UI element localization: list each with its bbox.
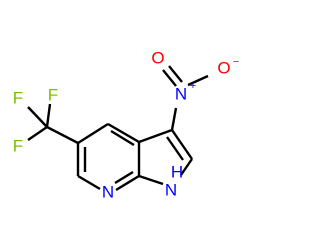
bond-c3-c2-inner bbox=[166, 136, 184, 161]
bond-n1-c7a bbox=[138, 174, 164, 186]
bond-c5-c4 bbox=[77, 122, 109, 145]
bonds bbox=[27, 65, 209, 192]
bond-c3a-c3 bbox=[138, 128, 173, 144]
bond-c-f3 bbox=[45, 103, 52, 128]
bond-c3-nnitro bbox=[170, 107, 178, 131]
bond-c4-c3a-inner bbox=[110, 129, 135, 147]
nitro-nitrogen-charge: + bbox=[190, 80, 196, 92]
bond-nnitro-oleft-inner bbox=[168, 65, 183, 83]
pyridine-nitrogen-label: N bbox=[102, 182, 114, 201]
structure-diagram: F F F N + O − O N N H bbox=[12, 48, 240, 202]
bond-nnitro-otop bbox=[187, 74, 209, 87]
bond-c7a-n7 bbox=[115, 174, 140, 192]
bond-c2-n1 bbox=[180, 158, 193, 176]
bond-c4-c3a bbox=[107, 122, 140, 144]
molecule-drawing: F F F N + O − O N N H bbox=[13, 48, 239, 201]
pyrrole-hydrogen-label: H bbox=[171, 162, 183, 181]
fluorine-label-3: F bbox=[48, 85, 58, 104]
nitro-oxygen-top-charge: − bbox=[233, 56, 239, 68]
bond-c-f1 bbox=[27, 126, 48, 141]
pyrrole-nitrogen-label: N bbox=[165, 180, 177, 199]
nitro-oxygen-top-label: O bbox=[217, 58, 230, 77]
fluorine-label-2: F bbox=[13, 88, 23, 107]
bond-c3-c2 bbox=[171, 129, 193, 160]
nitro-nitrogen-label: N bbox=[175, 84, 187, 103]
fluorine-label-1: F bbox=[13, 136, 23, 155]
bond-n7-c6 bbox=[77, 174, 101, 191]
bond-cf3-c5 bbox=[46, 125, 79, 145]
bond-c7a-n7-inner bbox=[114, 170, 134, 185]
bond-c-f2 bbox=[27, 106, 48, 128]
bond-nnitro-oleft bbox=[162, 69, 177, 87]
atom-labels: F F F N + O − O N N H bbox=[13, 48, 239, 201]
nitro-oxygen-left-label: O bbox=[151, 48, 164, 67]
